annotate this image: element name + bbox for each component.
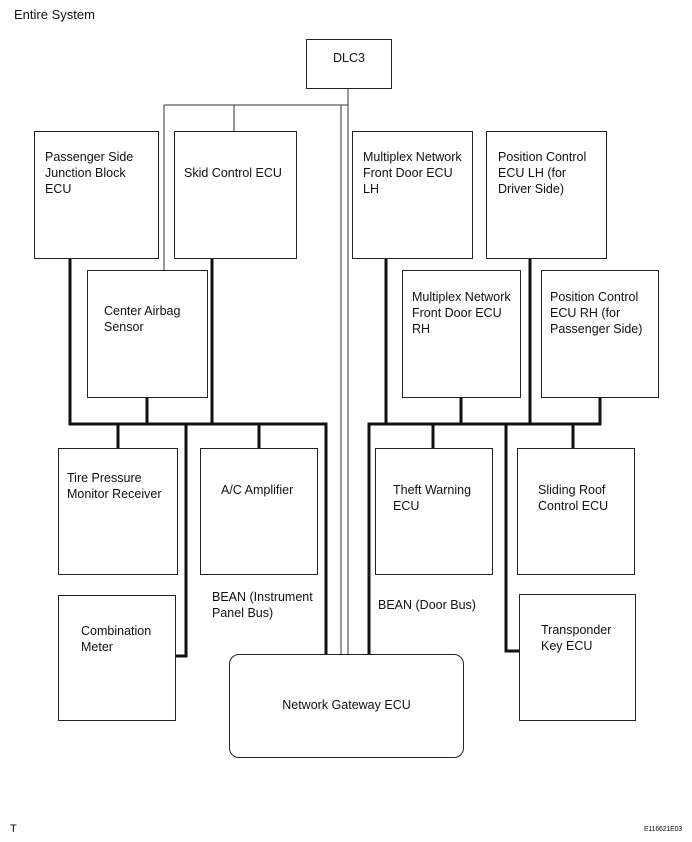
bean-instrument-panel-bus-label: BEAN (Instrument Panel Bus) [212, 590, 313, 620]
transponder-key-ecu-box: Transponder Key ECU [519, 594, 636, 721]
sliding-roof-control-ecu-box: Sliding Roof Control ECU [517, 448, 635, 575]
bean-door-bus-label: BEAN (Door Bus) [378, 598, 476, 612]
mpx-front-door-ecu-rh-box: Multiplex Network Front Door ECU RH [402, 270, 521, 398]
tire-pressure-monitor-receiver-box: Tire Pressure Monitor Receiver [58, 448, 178, 575]
theft-warning-ecu-box: Theft Warning ECU [375, 448, 493, 575]
footer-mark: T [10, 823, 17, 835]
combination-meter-box: Combination Meter [58, 595, 176, 721]
skid-control-ecu-box: Skid Control ECU [174, 131, 297, 259]
position-control-ecu-rh-box: Position Control ECU RH (for Passenger S… [541, 270, 659, 398]
bean-bus-lines [68, 256, 602, 658]
passenger-junction-block-ecu-box: Passenger Side Junction Block ECU [34, 131, 159, 259]
ac-amplifier-box: A/C Amplifier [200, 448, 318, 575]
center-airbag-sensor-box: Center Airbag Sensor [87, 270, 208, 398]
mpx-front-door-ecu-lh-box: Multiplex Network Front Door ECU LH [352, 131, 473, 259]
position-control-ecu-lh-box: Position Control ECU LH (for Driver Side… [486, 131, 607, 259]
page-title: Entire System [14, 7, 95, 22]
figure-id: E116621E03 [644, 826, 682, 833]
thin-diagnostic-lines [163, 88, 349, 655]
dlc3-box: DLC3 [306, 39, 392, 89]
network-gateway-ecu-box: Network Gateway ECU [229, 654, 464, 758]
